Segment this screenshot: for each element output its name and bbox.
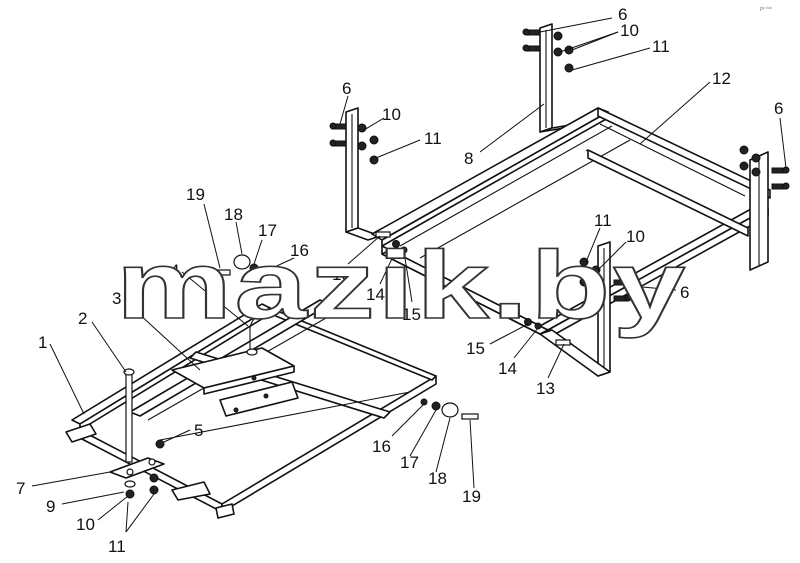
- leader-lines: [31, 17, 787, 533]
- spacer-set-right: [420, 398, 479, 420]
- callout-9: 9: [46, 497, 55, 516]
- callout-10-left: 10: [382, 105, 401, 124]
- callout-19-right: 19: [462, 487, 481, 506]
- clamp-plate-7: [109, 457, 165, 479]
- bolt-set-left: [329, 122, 379, 165]
- watermark-text: mazik.by: [116, 232, 688, 339]
- callout-6-left: 6: [342, 79, 351, 98]
- callout-6-top: 6: [618, 5, 627, 24]
- callout-11-top: 11: [652, 37, 670, 56]
- callout-19-left: 19: [186, 185, 205, 204]
- hanger-bracket-left: [345, 107, 381, 241]
- callout-11-left: 11: [424, 129, 442, 148]
- callout-16-left: 16: [290, 241, 309, 260]
- callout-14-front: 14: [498, 359, 517, 378]
- callout-1: 1: [38, 333, 47, 352]
- mount-plate-3: [171, 347, 299, 417]
- corner-code: pᵇ ᵇᵘᵇ: [760, 6, 772, 12]
- callout-12: 12: [712, 69, 731, 88]
- bolt-set-right: [739, 145, 790, 190]
- callout-10-front: 10: [626, 227, 645, 246]
- callout-16-right: 16: [372, 437, 391, 456]
- callout-18-right: 18: [428, 469, 447, 488]
- callout-8: 8: [464, 149, 473, 168]
- callout-10-lower: 10: [76, 515, 95, 534]
- callout-5: 5: [194, 421, 203, 440]
- callout-17-left: 17: [258, 221, 277, 240]
- callout-6-right: 6: [774, 99, 783, 118]
- upper-frame-assembly: [329, 23, 790, 377]
- bolt-set-front: [579, 257, 632, 302]
- bolt-set-top: [522, 28, 574, 73]
- callout-6-front: 6: [680, 283, 689, 302]
- callout-3: 3: [112, 289, 121, 308]
- hook-bolt-4: [246, 305, 287, 356]
- callout-11-front: 11: [594, 211, 612, 230]
- callout-15-left: 15: [402, 305, 421, 324]
- nut-set-lower: [124, 473, 159, 499]
- pin-set-front: [524, 318, 571, 346]
- lower-frame-assembly: [65, 254, 479, 519]
- end-bracket-right: [749, 151, 769, 271]
- callout-7: 7: [16, 479, 25, 498]
- callout-18-left: 18: [224, 205, 243, 224]
- callout-14-left: 14: [366, 285, 385, 304]
- callout-10-top: 10: [620, 21, 639, 40]
- callout-17-right: 17: [400, 453, 419, 472]
- spacer-set-left: [213, 254, 270, 276]
- callout-13-left: 13: [332, 265, 351, 284]
- callout-15-front: 15: [466, 339, 485, 358]
- stud-2: [123, 368, 165, 463]
- callout-11-lower: 11: [108, 537, 126, 556]
- callout-2: 2: [78, 309, 87, 328]
- callout-4: 4: [170, 261, 179, 280]
- pin-set-left: [375, 231, 408, 254]
- callout-labels: 1 2 3 4 5 7 9 10 11 19 18 17 16 16 17 18…: [16, 5, 783, 556]
- callout-13-front: 13: [536, 379, 555, 398]
